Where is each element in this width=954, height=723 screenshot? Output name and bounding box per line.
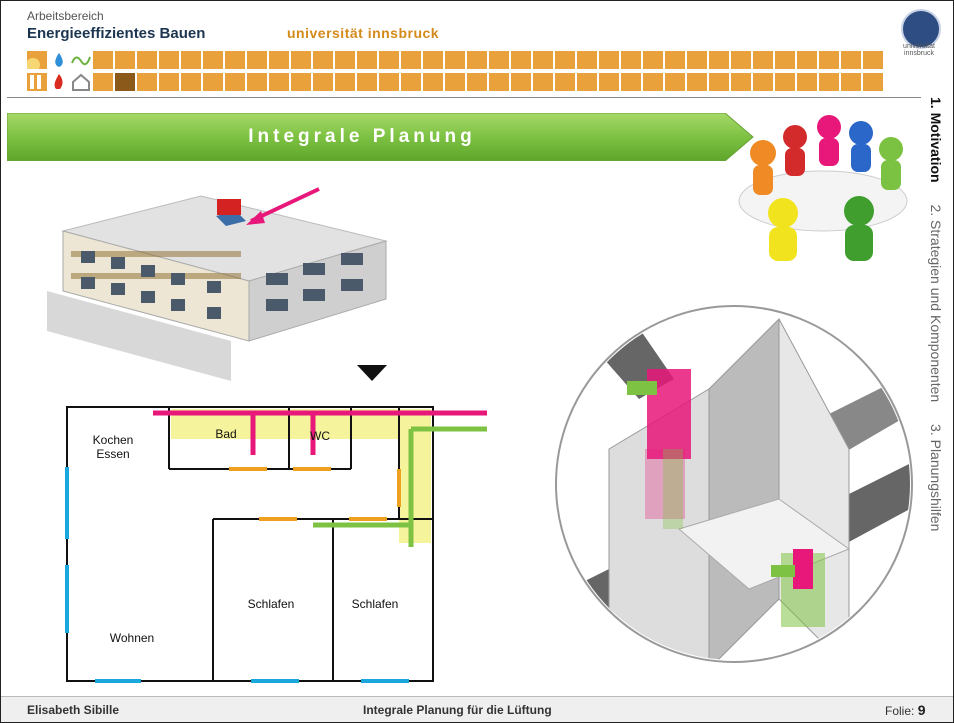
room-kochen-essen: Kochen Essen [92,433,134,461]
chapter-navigation: 1. Motivation 2. Strategien und Komponen… [921,97,951,693]
sun-icon [26,51,47,72]
title-banner: Integrale Planung [7,113,757,161]
slide-label: Folie: [885,704,915,718]
flame-icon [49,73,69,91]
room-wohnen: Wohnen [109,631,155,645]
chapter-item-motivation[interactable]: 1. Motivation [928,97,944,183]
slide-number: Folie: 9 [885,702,925,718]
slide-number-value: 9 [917,702,926,718]
header-strip-top [26,51,883,72]
house-icon [71,73,91,91]
footer-author: Elisabeth Sibille [27,703,120,717]
chapter-item-strategien[interactable]: 2. Strategien und Komponenten [928,204,944,403]
water-drop-icon [49,51,69,69]
footer: Elisabeth Sibille Integrale Planung für … [1,696,953,722]
university-seal-icon [901,9,941,49]
room-schlafen-2: Schlafen [351,597,399,611]
seal-caption: universität innsbruck [903,43,935,57]
header-divider [7,97,921,98]
floor-plan: Kochen Essen Bad WC Schlafen Schlafen Wo… [61,403,491,685]
room-bad: Bad [215,427,237,441]
footer-title: Integrale Planung für die Lüftung [363,703,552,717]
chapter-item-planungshilfen[interactable]: 3. Planungshilfen [928,424,944,532]
department-name: Energieeffizientes Bauen [27,25,206,42]
department-line: Arbeitsbereich [27,9,104,23]
shaft-detail-image [549,299,919,669]
chapter-list: 1. Motivation 2. Strategien und Komponen… [921,97,951,693]
room-wc: WC [310,429,330,443]
page-title: Integrale Planung [248,126,476,147]
room-schlafen-1: Schlafen [247,597,295,611]
building-3d-image [41,181,391,381]
wall-icon [27,73,47,91]
wave-icon [71,51,91,69]
header-strip-bottom [27,73,883,91]
team-meeting-image [723,101,919,269]
brown-block-icon [115,73,135,91]
university-name: universität innsbruck [287,25,440,41]
down-arrow-icon [357,365,387,385]
